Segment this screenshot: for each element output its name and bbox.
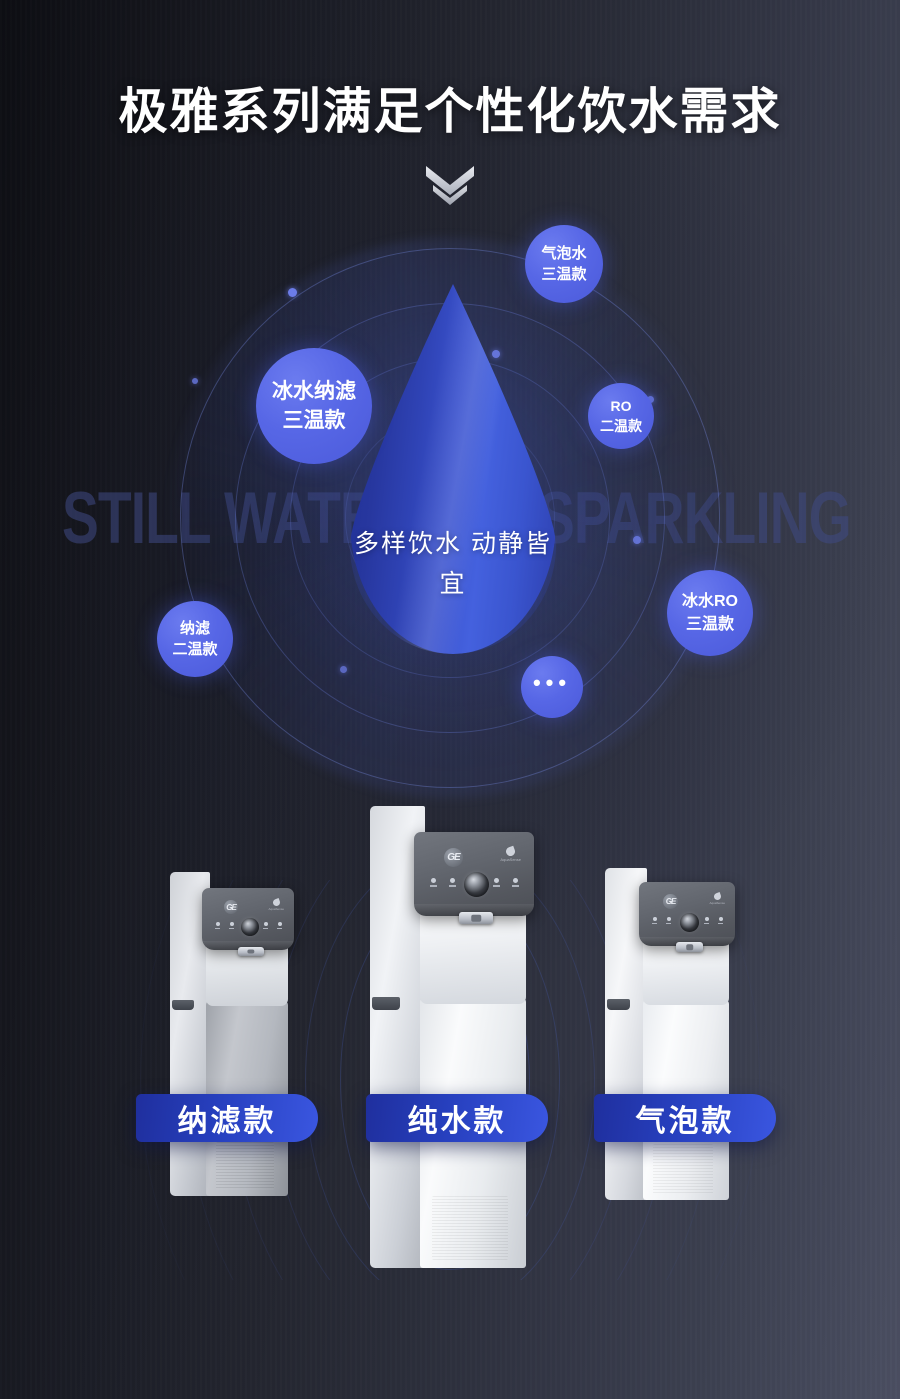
unit-display-dial[interactable] (464, 872, 489, 897)
product-unit-nanofiltration[interactable]: GE AquaSense (160, 866, 310, 1196)
page-title: 极雅系列满足个性化饮水需求 (118, 85, 782, 139)
bubble-label-line1: RO (610, 398, 632, 414)
ge-logo-icon: GE (224, 900, 238, 914)
product-label-nanofiltration[interactable]: 纳滤款 (136, 1094, 318, 1142)
product-label-pure-water[interactable]: 纯水款 (366, 1094, 548, 1142)
product-label-text: 气泡款 (635, 1105, 735, 1138)
unit-button[interactable] (718, 917, 723, 924)
aquasense-logo-icon: AquaSense (709, 892, 725, 905)
unit-button-row-left[interactable] (652, 917, 671, 924)
orbit-dot (340, 666, 347, 673)
bubble-ice-ro-three-temp[interactable]: 冰水RO 三温款 (667, 570, 753, 656)
bubble-label-line2: 三温款 (541, 266, 587, 283)
unit-button-row-left[interactable] (430, 878, 456, 887)
bubble-label-line1: 纳滤 (179, 620, 210, 637)
aquasense-logo-icon: AquaSense (500, 845, 521, 862)
product-unit-pure-water[interactable]: GE AquaSense (358, 798, 550, 1268)
droplet-caption-line1: 多样饮水 (354, 530, 463, 558)
unit-control-head[interactable]: GE AquaSense (414, 832, 534, 916)
unit-button[interactable] (430, 878, 437, 887)
unit-button[interactable] (263, 922, 268, 929)
unit-button[interactable] (652, 917, 657, 924)
unit-button[interactable] (493, 878, 500, 887)
unit-head-lip (414, 904, 534, 916)
bubble-label-line1: 冰水纳滤 (272, 380, 356, 403)
unit-display-dial[interactable] (241, 918, 259, 936)
unit-button-row-right[interactable] (263, 922, 282, 929)
unit-vent (216, 1142, 274, 1190)
unit-button[interactable] (449, 878, 456, 887)
product-label-sparkling[interactable]: 气泡款 (594, 1094, 776, 1142)
bubble-label-line1: 冰水RO (681, 593, 738, 610)
unit-vent (653, 1144, 713, 1194)
orbit-dot (192, 378, 198, 384)
orbit-dot (492, 350, 500, 358)
unit-control-head[interactable]: GE AquaSense (639, 882, 735, 946)
unit-button-row-right[interactable] (493, 878, 519, 887)
unit-vent (432, 1196, 508, 1260)
bubble-ro-two-temp[interactable]: RO 二温款 (588, 383, 654, 449)
unit-button[interactable] (666, 917, 671, 924)
bubble-label-line1: ••• (532, 670, 572, 695)
bubble-label-line2: 二温款 (600, 418, 642, 434)
bubble-more[interactable]: ••• (521, 656, 583, 718)
chevron-double-down-icon (426, 166, 474, 205)
bubble-sparkling-three-temp[interactable]: 气泡水 三温款 (525, 225, 603, 303)
ge-logo-icon: GE (444, 848, 463, 867)
unit-button[interactable] (704, 917, 709, 924)
unit-drip-tray (372, 997, 400, 1010)
bubble-nanofiltration-two-temp[interactable]: 纳滤 二温款 (157, 601, 233, 677)
product-label-text: 纳滤款 (177, 1105, 277, 1138)
bubble-label-line2: 三温款 (685, 616, 734, 633)
unit-drip-tray (607, 999, 630, 1010)
unit-button-row-right[interactable] (704, 917, 723, 924)
bubble-label-line1: 气泡水 (541, 245, 587, 262)
orbit-dot (633, 536, 641, 544)
ge-logo-icon: GE (663, 894, 678, 909)
unit-water-spout[interactable] (676, 942, 703, 952)
unit-button[interactable] (512, 878, 519, 887)
unit-control-head[interactable]: GE AquaSense (202, 888, 294, 950)
unit-display-dial[interactable] (680, 913, 699, 932)
unit-button[interactable] (229, 922, 234, 929)
orbit-dot (647, 396, 654, 403)
unit-head-lip (202, 941, 294, 950)
droplet-caption: 多样饮水 动静皆宜 (350, 524, 556, 604)
product-unit-sparkling[interactable]: GE AquaSense (595, 862, 750, 1200)
product-label-text: 纯水款 (407, 1105, 507, 1138)
scroll-hint (0, 163, 900, 207)
bubble-label-line2: 二温款 (172, 641, 218, 658)
aquasense-logo-icon: AquaSense (268, 898, 284, 911)
bubble-ice-nanofiltration-three-temp[interactable]: 冰水纳滤 三温款 (256, 348, 372, 464)
unit-button-row-left[interactable] (215, 922, 234, 929)
orbit-dot (288, 288, 297, 297)
unit-button[interactable] (277, 922, 282, 929)
bubble-label-line2: 三温款 (282, 409, 346, 432)
droplet-caption-line2: 动静皆宜 (439, 530, 552, 598)
unit-water-spout[interactable] (459, 912, 493, 924)
unit-button[interactable] (215, 922, 220, 929)
unit-water-spout[interactable] (238, 947, 264, 956)
unit-drip-tray (172, 1000, 194, 1010)
